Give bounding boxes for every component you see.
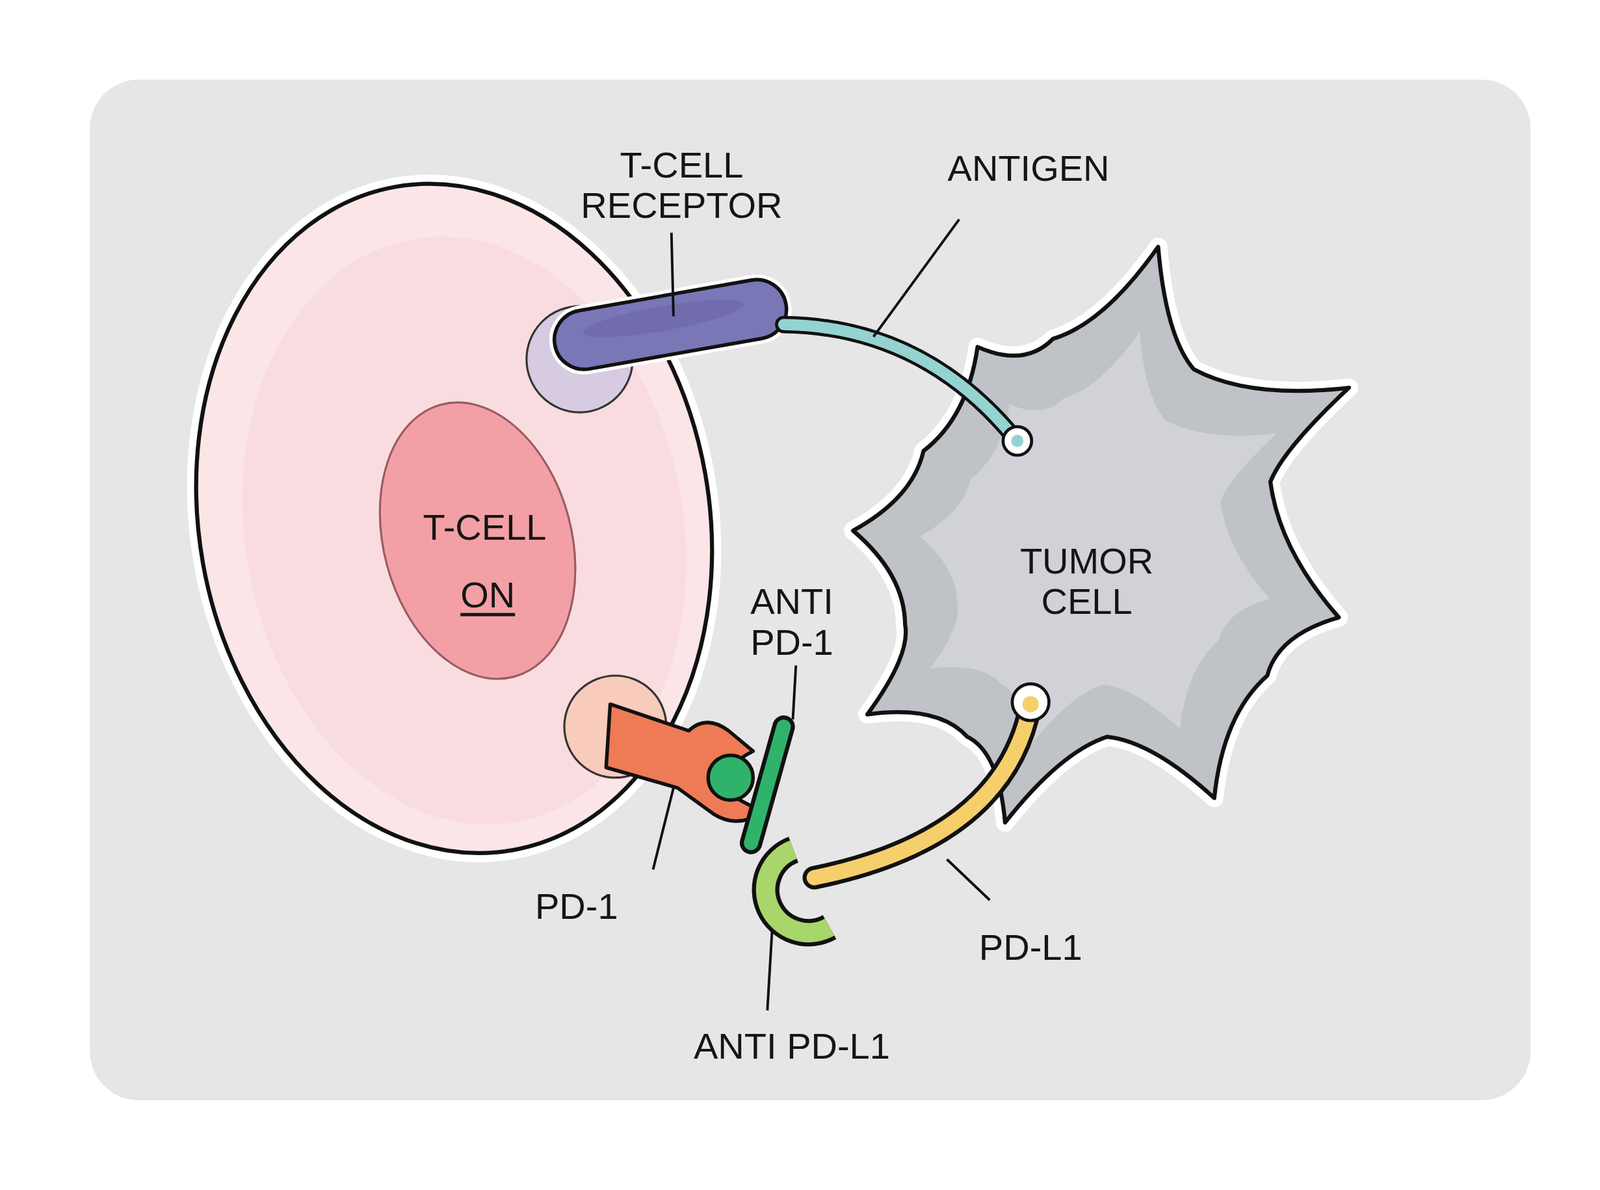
tumor-cell: TUMOR CELL xyxy=(836,229,1368,842)
antigen-site xyxy=(1003,426,1032,456)
node-title: T-CELL xyxy=(423,507,547,549)
anti-pd1-knob xyxy=(708,754,753,800)
part-label: ANTI PD-L1 xyxy=(693,1025,891,1067)
anti-pd1-bar xyxy=(750,726,784,843)
anti-pd1-outline xyxy=(750,726,784,843)
leader-line xyxy=(652,787,673,870)
pd-l1-site xyxy=(1012,683,1050,722)
receptor-halo xyxy=(550,275,792,374)
anti-pd-l1 xyxy=(765,849,830,933)
part-label: PD-L1 xyxy=(979,926,1083,968)
antigen-end xyxy=(1010,434,1024,448)
tumor-outline xyxy=(852,247,1350,823)
t-cell-body xyxy=(144,142,764,894)
leader-line xyxy=(767,924,773,1011)
pd-l1-end xyxy=(1022,695,1039,712)
antigen xyxy=(783,324,1015,439)
leader-line xyxy=(793,665,797,720)
background-panel xyxy=(89,79,1531,1100)
tumor-shading xyxy=(919,332,1277,747)
cell-halo xyxy=(144,142,764,894)
leader-line xyxy=(671,232,674,317)
leader-line xyxy=(873,219,960,337)
nucleus: T-CELL ON xyxy=(365,387,590,694)
node-status: ON xyxy=(460,574,515,616)
tumor-cell-outline xyxy=(836,229,1368,842)
leader-line xyxy=(947,858,991,900)
part-label: T-CELL RECEPTOR xyxy=(570,144,792,227)
antigen-outline xyxy=(783,324,1015,439)
cell-halo xyxy=(852,247,1350,823)
t-cell-receptor xyxy=(550,275,792,374)
nucleus-shape xyxy=(350,380,605,701)
receptor-shading xyxy=(580,291,746,345)
part-label: ANTIGEN xyxy=(947,148,1110,190)
pd1-receptor xyxy=(605,704,764,822)
pd-l1 xyxy=(813,704,1031,878)
part-label: ANTI PD-1 xyxy=(736,581,848,664)
tumor-fill xyxy=(852,247,1350,823)
node-title: TUMOR CELL xyxy=(1002,540,1172,623)
anti-pd-l1-outline xyxy=(765,849,830,933)
part-label: PD-1 xyxy=(535,885,619,927)
pd-l1-outline xyxy=(813,704,1031,878)
